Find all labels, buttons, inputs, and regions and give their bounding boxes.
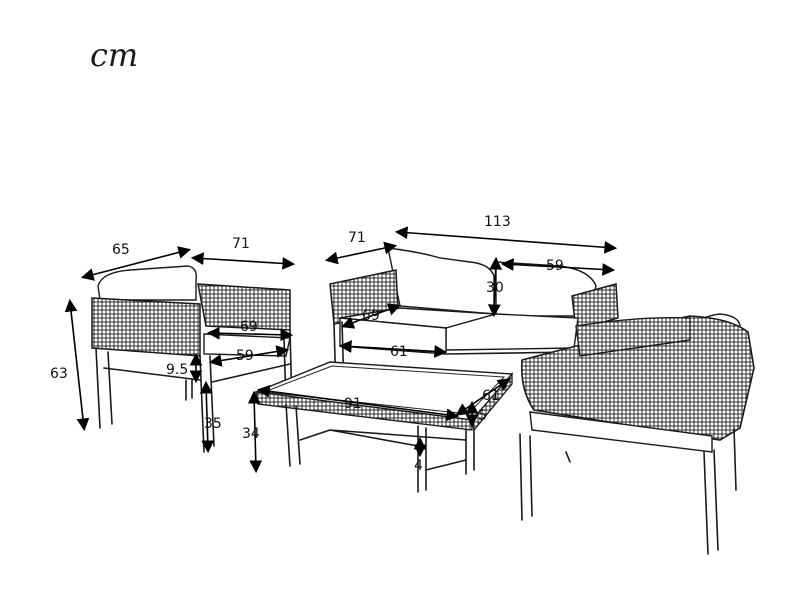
dim-label-9-5: 9.5 xyxy=(166,362,188,378)
left-armchair xyxy=(91,265,293,453)
dim-label-69-sofa: 69 xyxy=(362,308,380,324)
dim-label-59-sofa: 59 xyxy=(546,258,564,274)
dim-label-113: 113 xyxy=(484,214,511,230)
dim-line-63 xyxy=(64,298,90,432)
dim-label-63: 63 xyxy=(50,366,68,382)
dim-label-34: 34 xyxy=(242,426,260,442)
dim-label-61-table: 61 xyxy=(482,388,500,404)
dim-label-69-left: 69 xyxy=(240,319,258,335)
dim-line-69-left xyxy=(206,326,294,342)
dim-label-91: 91 xyxy=(344,396,362,412)
dimension-lines xyxy=(64,226,618,474)
dim-line-113 xyxy=(394,226,618,254)
dim-line-71-left xyxy=(190,252,296,270)
dim-label-71-left: 71 xyxy=(232,236,250,252)
dim-line-71-sofa xyxy=(324,241,398,265)
dim-line-30 xyxy=(487,256,503,318)
unit-label: cm xyxy=(90,36,139,74)
dim-label-5: 5 xyxy=(478,408,487,424)
dim-line-65 xyxy=(80,246,192,281)
dim-label-30: 30 xyxy=(486,280,504,296)
dim-label-4: 4 xyxy=(414,458,423,474)
dim-line-35 xyxy=(199,380,215,454)
coffee-table xyxy=(253,361,514,493)
dim-line-59-left xyxy=(208,345,290,367)
dim-line-91 xyxy=(256,384,460,422)
dim-label-65: 65 xyxy=(112,242,130,258)
right-armchair xyxy=(519,313,755,555)
dim-label-35: 35 xyxy=(204,416,222,432)
dim-line-69-sofa xyxy=(340,303,402,329)
dim-line-59-sofa xyxy=(500,258,616,276)
dim-label-71-sofa: 71 xyxy=(348,230,366,246)
dim-line-34 xyxy=(247,390,263,474)
dimension-labels: 65 71 69 59 9.5 63 35 71 113 30 59 69 61… xyxy=(50,214,564,474)
dim-label-59-left: 59 xyxy=(236,348,254,364)
dim-line-61-sofa xyxy=(338,340,448,358)
dim-label-61-sofa: 61 xyxy=(390,344,408,360)
